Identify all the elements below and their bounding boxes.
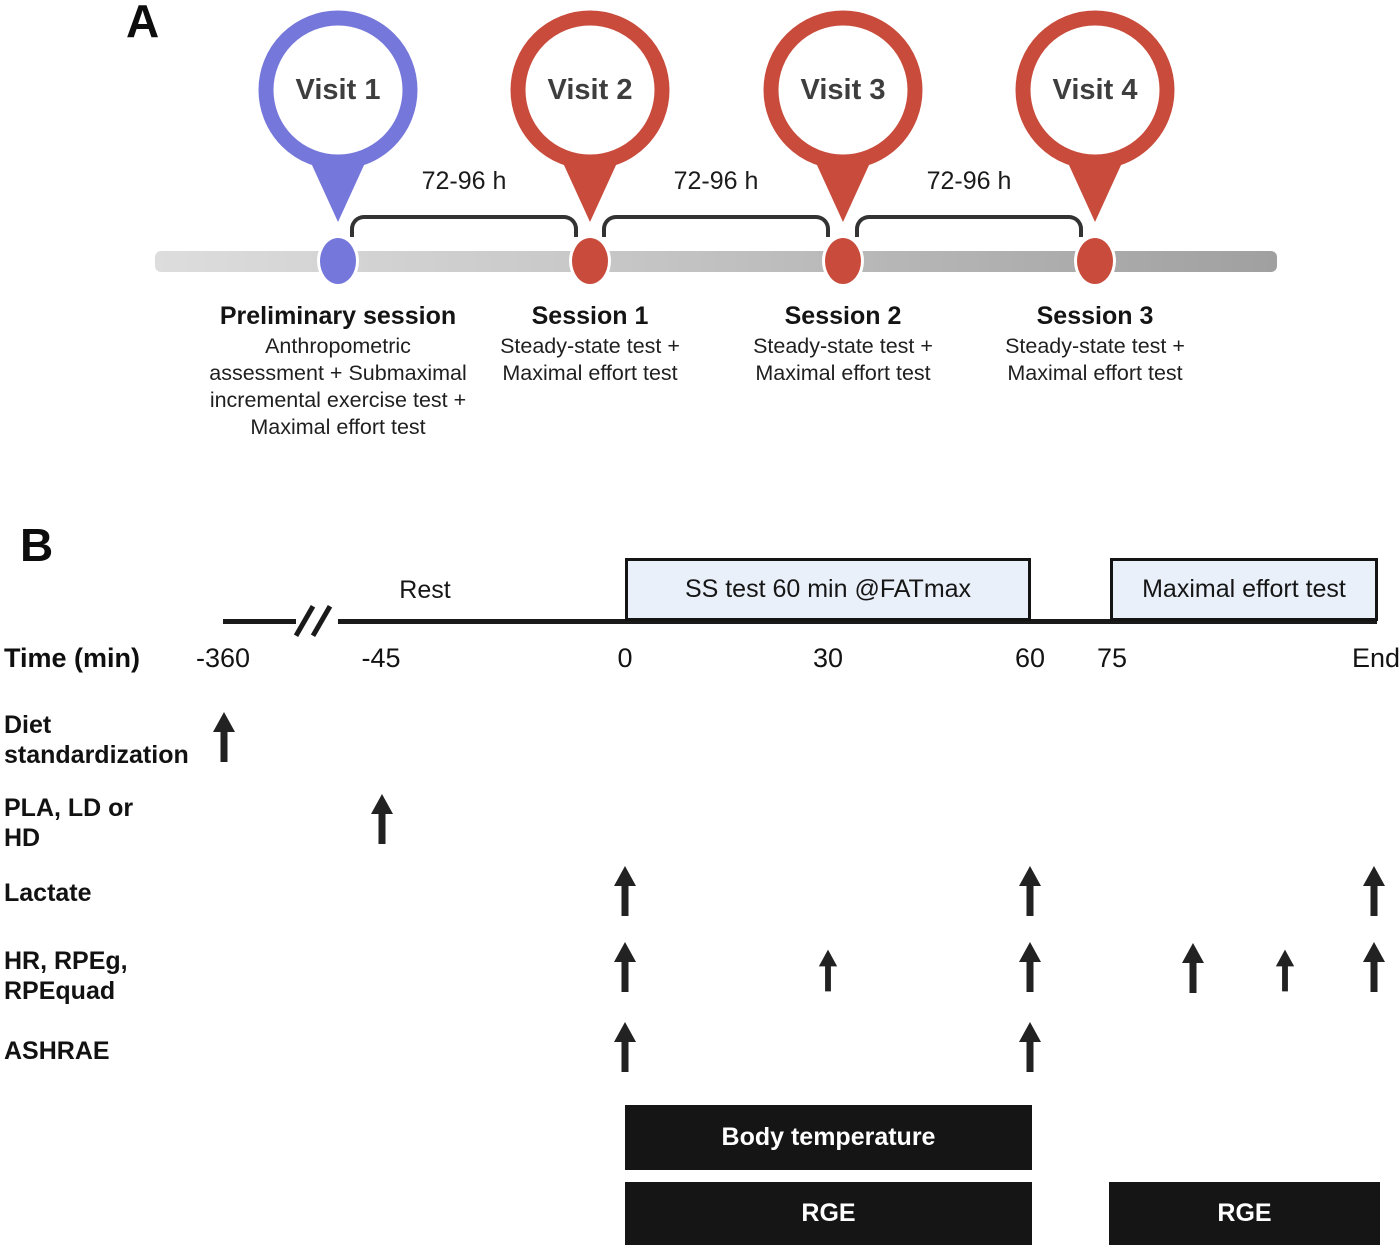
row-label-hr-rpe: HR, RPEg, RPEquad xyxy=(4,947,128,1005)
up-arrow-icon xyxy=(371,794,393,844)
panel-b-label: B xyxy=(20,519,54,571)
row-label-diet-standardization: Diet standardization xyxy=(4,711,189,769)
timeline-dot xyxy=(569,235,611,287)
visit-4-title: Session 3 xyxy=(1036,302,1154,330)
tick-end: End xyxy=(1351,643,1400,673)
rge-bar-maximal: RGE xyxy=(1109,1182,1380,1245)
up-arrow-icon xyxy=(818,949,838,992)
tick--45: -45 xyxy=(361,643,401,673)
interval-label: 72-96 h xyxy=(673,167,759,195)
visit-1-title: Preliminary session xyxy=(219,302,457,330)
row-label-pla-ld-hd: PLA, LD or HD xyxy=(4,794,134,852)
tick-60: 60 xyxy=(1014,643,1046,673)
interval-bracket xyxy=(350,215,578,237)
visit-3-subtitle: Steady-state test + Maximal effort test xyxy=(753,334,933,385)
map-pin-icon xyxy=(510,10,670,222)
map-pin-icon xyxy=(258,10,418,222)
visit-timeline-bar xyxy=(155,251,1277,272)
up-arrow-icon xyxy=(614,866,636,916)
visit-1-pin-label: Visit 1 xyxy=(295,74,381,106)
rest-phase-label: Rest xyxy=(399,576,451,604)
row-label-lactate: Lactate xyxy=(4,879,92,907)
ss-test-box: SS test 60 min @FATmax xyxy=(625,558,1031,621)
timeline-dot xyxy=(317,235,359,287)
body-temperature-bar: Body temperature xyxy=(625,1105,1032,1170)
up-arrow-icon xyxy=(614,1022,636,1072)
visit-4-subtitle: Steady-state test + Maximal effort test xyxy=(1005,334,1185,385)
visit-4-pin-label: Visit 4 xyxy=(1052,74,1138,106)
body-temperature-bar-label: Body temperature xyxy=(721,1123,936,1151)
up-arrow-icon xyxy=(1019,942,1041,992)
map-pin-icon xyxy=(1015,10,1175,222)
tick-75: 75 xyxy=(1096,643,1128,673)
tick--360: -360 xyxy=(195,643,251,673)
visit-2-title: Session 1 xyxy=(531,302,649,330)
time-axis-line xyxy=(223,619,1377,624)
visit-3-pin-label: Visit 3 xyxy=(800,74,886,106)
up-arrow-icon xyxy=(213,712,235,762)
ss-test-box-label: SS test 60 min @FATmax xyxy=(684,575,972,603)
maximal-effort-test-box-label: Maximal effort test xyxy=(1142,575,1346,603)
visit-3-title: Session 2 xyxy=(784,302,902,330)
timeline-dot xyxy=(1074,235,1116,287)
up-arrow-icon xyxy=(1019,866,1041,916)
up-arrow-icon xyxy=(1182,943,1204,993)
row-label-ashrae: ASHRAE xyxy=(4,1037,110,1065)
up-arrow-icon xyxy=(1363,942,1385,992)
visit-1-subtitle: Anthropometric assessment + Submaximal i… xyxy=(209,334,467,439)
up-arrow-icon xyxy=(1275,949,1295,992)
rge-bar-maximal-label: RGE xyxy=(1217,1199,1272,1227)
rge-bar-ss: RGE xyxy=(625,1182,1032,1245)
visit-2-pin-label: Visit 2 xyxy=(547,74,633,106)
panel-a-label: A xyxy=(126,0,160,47)
up-arrow-icon xyxy=(614,942,636,992)
timeline-dot xyxy=(822,235,864,287)
rge-bar-ss-label: RGE xyxy=(801,1199,856,1227)
interval-bracket xyxy=(855,215,1083,237)
interval-bracket xyxy=(602,215,830,237)
up-arrow-icon xyxy=(1363,866,1385,916)
interval-label: 72-96 h xyxy=(926,167,1012,195)
visit-2-subtitle: Steady-state test + Maximal effort test xyxy=(500,334,680,385)
up-arrow-icon xyxy=(1019,1022,1041,1072)
interval-label: 72-96 h xyxy=(421,167,507,195)
time-axis-title: Time (min) xyxy=(4,643,141,673)
map-pin-icon xyxy=(763,10,923,222)
tick-30: 30 xyxy=(812,643,844,673)
tick-0: 0 xyxy=(617,643,633,673)
maximal-effort-test-box: Maximal effort test xyxy=(1110,558,1378,621)
